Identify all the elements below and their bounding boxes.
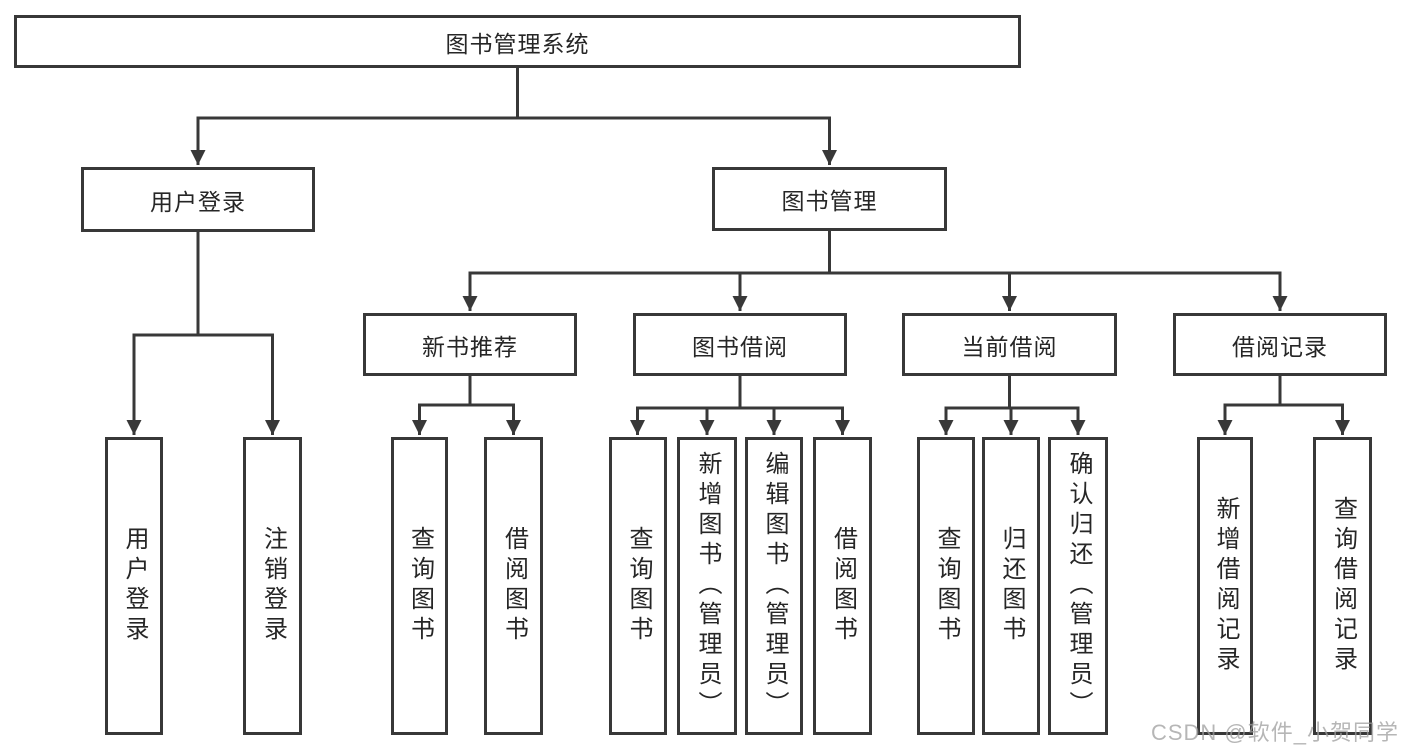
leaf-borrow-query-books: 查询图书: [609, 437, 667, 735]
node-borrow-records: 借阅记录: [1173, 313, 1387, 376]
leaf-recommend-borrow-books-label: 借阅图书: [500, 526, 528, 646]
leaf-current-confirm-return-admin-label: 确认归还（管理员）: [1065, 451, 1092, 721]
node-book-management: 图书管理: [712, 167, 947, 231]
leaf-records-add-record-label: 新增借阅记录: [1212, 496, 1239, 676]
leaf-borrow-borrow-books: 借阅图书: [813, 437, 872, 735]
connector-arrows: [126, 118, 1350, 435]
leaf-user-login-label: 用户登录: [121, 526, 148, 646]
leaf-records-add-record: 新增借阅记录: [1197, 437, 1253, 735]
leaf-borrow-edit-books-admin-label: 编辑图书（管理员）: [761, 451, 788, 721]
leaf-borrow-edit-books-admin: 编辑图书（管理员）: [745, 437, 803, 735]
connector-skeleton: [132, 68, 1344, 410]
leaf-logout-label: 注销登录: [259, 526, 287, 646]
node-book-borrow-label: 图书借阅: [692, 333, 788, 360]
watermark: CSDN @软件_小贺同学: [1150, 720, 1399, 745]
leaf-borrow-add-books-admin: 新增图书（管理员）: [677, 437, 737, 735]
leaf-current-return-books: 归还图书: [982, 437, 1040, 735]
node-book-management-label: 图书管理: [781, 188, 878, 214]
node-book-borrow: 图书借阅: [633, 313, 847, 376]
leaf-borrow-query-books-label: 查询图书: [625, 526, 652, 646]
node-user-login-label: 用户登录: [150, 188, 246, 215]
node-new-book-recommend-label: 新书推荐: [422, 333, 518, 360]
leaf-records-query-record-label: 查询借阅记录: [1329, 496, 1357, 676]
leaf-borrow-borrow-books-label: 借阅图书: [829, 526, 857, 646]
leaf-current-return-books-label: 归还图书: [998, 526, 1025, 646]
leaf-current-query-books: 查询图书: [917, 437, 975, 735]
leaf-current-query-books-label: 查询图书: [933, 526, 960, 646]
node-user-login: 用户登录: [81, 167, 315, 232]
leaf-records-query-record: 查询借阅记录: [1313, 437, 1372, 735]
leaf-recommend-query-books-label: 查询图书: [406, 526, 434, 646]
node-current-borrow-label: 当前借阅: [961, 333, 1058, 360]
leaf-user-login: 用户登录: [105, 437, 163, 735]
leaf-recommend-borrow-books: 借阅图书: [484, 437, 543, 735]
node-root: 图书管理系统: [14, 15, 1021, 68]
node-root-label: 图书管理系统: [445, 30, 590, 57]
leaf-recommend-query-books: 查询图书: [391, 437, 448, 735]
node-current-borrow: 当前借阅: [902, 313, 1117, 376]
node-borrow-records-label: 借阅记录: [1232, 333, 1328, 360]
leaf-logout: 注销登录: [243, 437, 302, 735]
leaf-current-confirm-return-admin: 确认归还（管理员）: [1048, 437, 1108, 735]
node-new-book-recommend: 新书推荐: [363, 313, 577, 376]
leaf-borrow-add-books-admin-label: 新增图书（管理员）: [694, 451, 721, 721]
